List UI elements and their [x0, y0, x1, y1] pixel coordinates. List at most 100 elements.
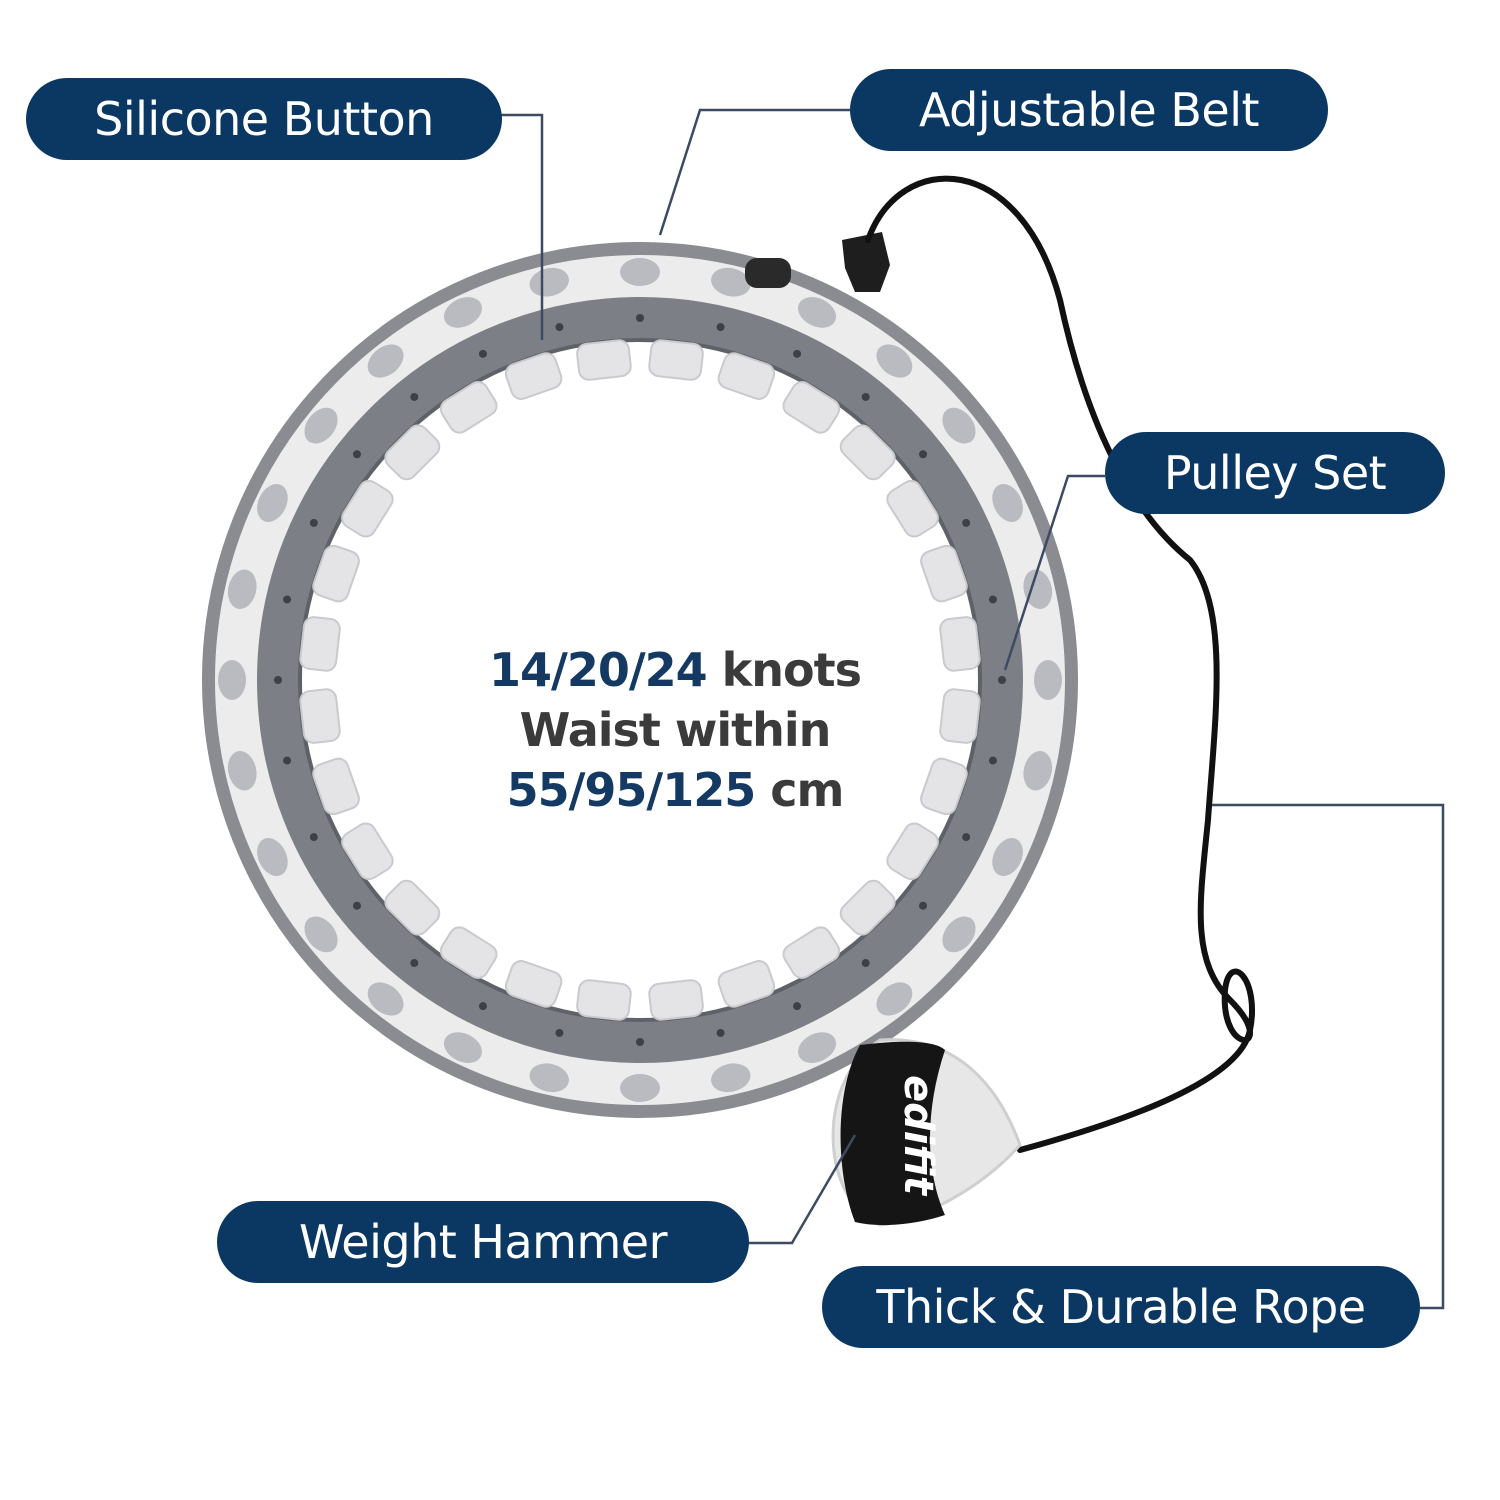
spec-knots-line: 14/20/24 knots — [440, 640, 910, 700]
hoop-dot — [962, 833, 971, 842]
outer-knob — [367, 982, 404, 1016]
outer-knob — [620, 1074, 660, 1102]
hoop-dot — [410, 959, 419, 968]
belt-buckle — [745, 258, 791, 288]
hoop-dot — [716, 1028, 725, 1037]
silicone-pad — [504, 352, 563, 400]
hoop-dot — [283, 756, 292, 765]
outer-knob — [798, 1032, 837, 1063]
hoop-dot — [998, 676, 1006, 684]
pulley-clip — [842, 232, 890, 292]
silicone-pad — [782, 926, 841, 979]
label-pulley-set: Pulley Set — [1105, 432, 1445, 514]
hoop-dot — [636, 314, 644, 322]
label-thick-rope: Thick & Durable Rope — [822, 1266, 1420, 1348]
silicone-pad — [299, 616, 341, 672]
outer-knob — [257, 483, 288, 522]
outer-knob — [227, 569, 257, 609]
silicone-pad — [439, 381, 498, 434]
knots-value: 14/20/24 — [489, 643, 708, 697]
silicone-pad — [920, 757, 968, 816]
silicone-pad — [886, 822, 939, 881]
outer-knob — [711, 1063, 751, 1093]
silicone-pad — [717, 352, 776, 400]
hoop-dot — [274, 676, 282, 684]
hoop-dot — [793, 349, 802, 358]
leader-silicone-button — [500, 113, 544, 340]
waist-unit: cm — [755, 763, 844, 817]
label-weight-hammer: Weight Hammer — [217, 1201, 749, 1283]
silicone-pad — [886, 479, 939, 538]
spec-text: 14/20/24 knots Waist within 55/95/125 cm — [440, 640, 910, 820]
label-adjustable-belt: Adjustable Belt — [850, 69, 1328, 151]
silicone-pad — [341, 822, 394, 881]
leader-weight-hammer — [748, 1134, 857, 1245]
silicone-pad — [312, 544, 360, 603]
hoop-dot — [478, 1002, 487, 1011]
hoop-dot — [352, 450, 361, 459]
outer-knob — [992, 838, 1023, 877]
silicone-pad — [439, 926, 498, 979]
label-silicone-button-text: Silicone Button — [94, 92, 434, 146]
outer-knob — [1034, 660, 1062, 700]
leader-thick-rope — [1212, 803, 1445, 1310]
hoop-dot — [636, 1038, 644, 1046]
silicone-pad — [782, 381, 841, 434]
outer-knob — [876, 344, 913, 378]
silicone-pad — [299, 688, 341, 744]
label-silicone-button: Silicone Button — [26, 78, 502, 160]
hoop-dot — [919, 450, 928, 459]
silicone-pad — [312, 757, 360, 816]
hoop-dot — [861, 392, 870, 401]
outer-knob — [367, 344, 404, 378]
outer-knob — [992, 483, 1023, 522]
label-weight-hammer-text: Weight Hammer — [299, 1215, 668, 1269]
rope — [865, 175, 1255, 1153]
silicone-pad — [939, 616, 981, 672]
outer-knob — [798, 297, 837, 328]
hoop-outer-rim — [202, 242, 1078, 1118]
silicone-pad — [576, 979, 632, 1021]
hoop-dot — [962, 518, 971, 527]
label-thick-rope-text: Thick & Durable Rope — [876, 1280, 1366, 1334]
outer-knob — [218, 660, 246, 700]
silicone-pad — [384, 424, 441, 481]
hoop-dot — [861, 959, 870, 968]
outer-knob — [942, 407, 976, 444]
outer-knob — [443, 1032, 482, 1063]
hoop-dot — [283, 595, 292, 604]
hoop-dot — [988, 595, 997, 604]
silicone-pad — [717, 960, 776, 1008]
hoop-dot — [555, 1028, 564, 1037]
outer-knob — [257, 838, 288, 877]
silicone-pad — [839, 879, 896, 936]
silicone-pad — [341, 479, 394, 538]
spec-waist-line: 55/95/125 cm — [440, 760, 910, 820]
hoop-dot — [309, 518, 318, 527]
outer-knob — [529, 267, 569, 297]
outer-knob — [227, 751, 257, 791]
hoop-dot — [478, 349, 487, 358]
silicone-pad — [504, 960, 563, 1008]
silicone-pad — [939, 688, 981, 744]
outer-knob — [1023, 751, 1053, 791]
outer-knob — [620, 258, 660, 286]
weight-hammer-illustration: edifit — [831, 1038, 1022, 1227]
hoop-dot — [793, 1002, 802, 1011]
leader-pulley-set — [1003, 474, 1105, 671]
outer-knob — [304, 916, 338, 953]
silicone-pad — [576, 339, 632, 381]
outer-knob — [1023, 569, 1053, 609]
waist-label: Waist within — [519, 703, 832, 757]
hoop-dot — [352, 901, 361, 910]
hoop-dot — [309, 833, 318, 842]
silicone-pad — [648, 979, 704, 1021]
knots-unit: knots — [706, 643, 862, 697]
silicone-pad — [920, 544, 968, 603]
brand-logo: edifit — [895, 1075, 941, 1197]
hoop-dot — [410, 392, 419, 401]
hoop-dot — [919, 901, 928, 910]
label-pulley-set-text: Pulley Set — [1163, 446, 1387, 500]
silicone-pad — [648, 339, 704, 381]
